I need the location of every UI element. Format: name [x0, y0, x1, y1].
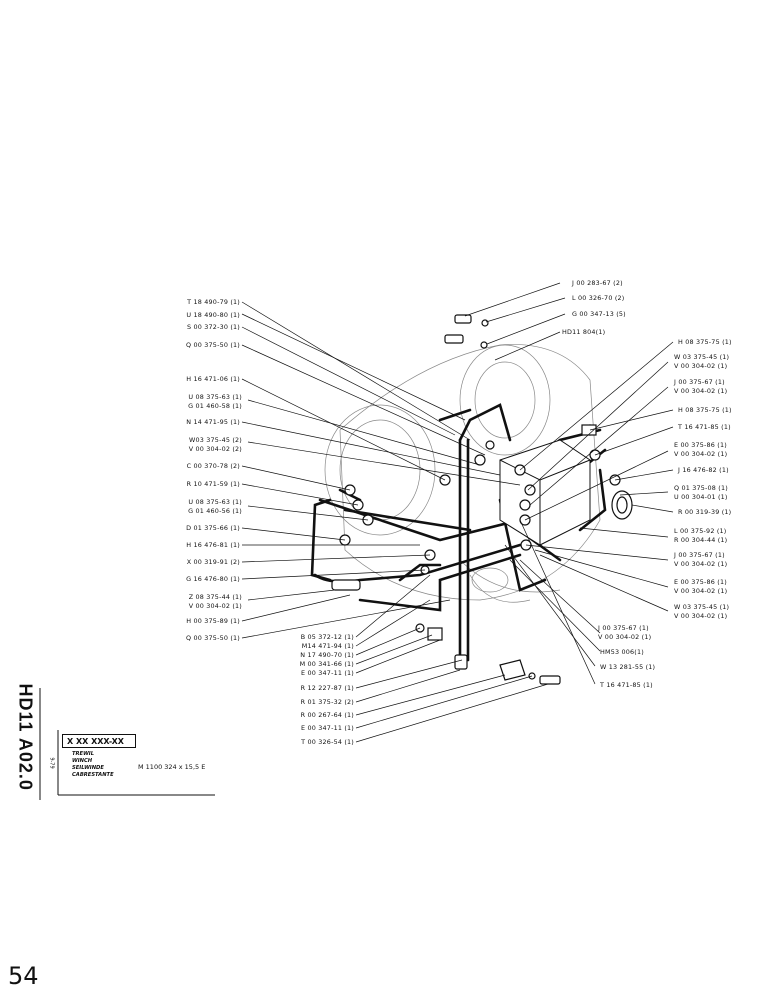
title-nl: TREWIL — [72, 751, 95, 757]
title-fr: CABRESTANTE — [72, 772, 114, 778]
leader-lines-bottom — [355, 574, 549, 743]
part-label: S 00 372-30 (1) — [187, 323, 240, 331]
part-label: V 00 304-02 (1) — [674, 587, 728, 595]
winch-housing-outline — [324, 344, 601, 603]
drawing-code: HD11 A02.0 — [15, 683, 36, 791]
part-label: T 16 471-85 (1) — [600, 681, 653, 689]
part-label: H 16 471-06 (1) — [186, 375, 240, 383]
part-label: E 00 347-11 (1) — [301, 669, 354, 677]
part-label: HD11 804(1) — [562, 328, 606, 336]
part-label: HM53 006(1) — [600, 648, 644, 656]
leader-lines-left — [241, 301, 521, 639]
part-label: H 00 375-89 (1) — [186, 617, 240, 625]
part-label: Z 08 375-44 (1) — [188, 593, 242, 601]
part-label: U 00 304-01 (1) — [674, 493, 728, 501]
part-label: N 14 471-95 (1) — [186, 418, 240, 426]
part-label: D 01 375-66 (1) — [186, 524, 240, 532]
part-label: R 00 319-39 (1) — [678, 508, 732, 516]
title-de: SEILWINDE — [72, 765, 104, 771]
part-label: V 00 304-02 (1) — [674, 612, 728, 620]
part-label: V 00 304-02 (1) — [598, 633, 652, 641]
part-label: E 00 347-11 (1) — [301, 724, 354, 732]
part-label: U 08 375-63 (1) — [188, 393, 242, 401]
drawing-date: 9-79 — [48, 757, 55, 769]
part-label: R 01 375-32 (2) — [300, 698, 354, 706]
part-label: G 01 460-56 (1) — [188, 507, 242, 515]
part-label: W 13 281-55 (1) — [600, 663, 656, 671]
part-label: Q 00 375-50 (1) — [186, 341, 240, 349]
part-label: G 16 476-80 (1) — [186, 575, 240, 583]
title-block-frame — [39, 688, 215, 800]
part-label: T 16 471-85 (1) — [678, 423, 731, 431]
part-label: L 00 375-92 (1) — [674, 527, 727, 535]
model-spec: M 1100 324 x 15,5 E — [138, 763, 206, 771]
part-label: J 00 283-67 (2) — [572, 279, 623, 287]
part-label: C 00 370-78 (2) — [186, 462, 240, 470]
part-label: X 00 319-91 (2) — [186, 558, 240, 566]
part-label: M14 471-94 (1) — [301, 642, 354, 650]
part-label: V 00 304-02 (1) — [674, 560, 728, 568]
part-label: Q 00 375-50 (1) — [186, 634, 240, 642]
part-code-box: X XX XXX-XX — [62, 734, 136, 748]
leader-lines-right — [464, 282, 674, 685]
part-label: N 17 490-70 (1) — [300, 651, 354, 659]
part-label: U 08 375-63 (1) — [188, 498, 242, 506]
part-label: V 00 304-02 (2) — [188, 445, 242, 453]
part-label: E 00 375-86 (1) — [674, 578, 727, 586]
part-label: V 00 304-02 (1) — [674, 387, 728, 395]
part-label: Q 01 375-08 (1) — [674, 484, 728, 492]
part-label: E 00 375-86 (1) — [674, 441, 727, 449]
part-label: V 00 304-02 (1) — [188, 602, 242, 610]
part-label: V 00 304-02 (1) — [674, 362, 728, 370]
part-label: M 00 341-66 (1) — [299, 660, 354, 668]
part-label: R 10 471-59 (1) — [186, 480, 240, 488]
part-label: W 03 375-45 (1) — [674, 603, 730, 611]
part-label: H 08 375-75 (1) — [678, 406, 732, 414]
part-label: R 00 267-64 (1) — [300, 711, 354, 719]
part-label: R 00 304-44 (1) — [674, 536, 728, 544]
part-label: L 00 326-70 (2) — [572, 294, 625, 302]
part-label: J 00 375-67 (1) — [674, 378, 725, 386]
part-label: B 05 372-12 (1) — [300, 633, 354, 641]
part-label: J 00 375-67 (1) — [598, 624, 649, 632]
title-en: WINCH — [72, 758, 93, 764]
part-label: R 12 227-87 (1) — [300, 684, 354, 692]
part-label: T 18 490-79 (1) — [187, 298, 240, 306]
part-label: H 08 375-75 (1) — [678, 338, 732, 346]
part-label: J 16 476-82 (1) — [678, 466, 729, 474]
page-number: 54 — [8, 962, 39, 990]
part-label: G 00 347-13 (5) — [572, 310, 626, 318]
part-label: U 18 490-80 (1) — [186, 311, 240, 319]
part-label: W 03 375-45 (1) — [674, 353, 730, 361]
part-label: T 00 326-54 (1) — [301, 738, 354, 746]
part-label: G 01 460-58 (1) — [188, 402, 242, 410]
fittings — [331, 314, 633, 685]
part-label: W03 375-45 (2) — [188, 436, 242, 444]
part-label: J 00 375-67 (1) — [674, 551, 725, 559]
part-label: V 00 304-02 (1) — [674, 450, 728, 458]
part-label: H 16 476-81 (1) — [186, 541, 240, 549]
